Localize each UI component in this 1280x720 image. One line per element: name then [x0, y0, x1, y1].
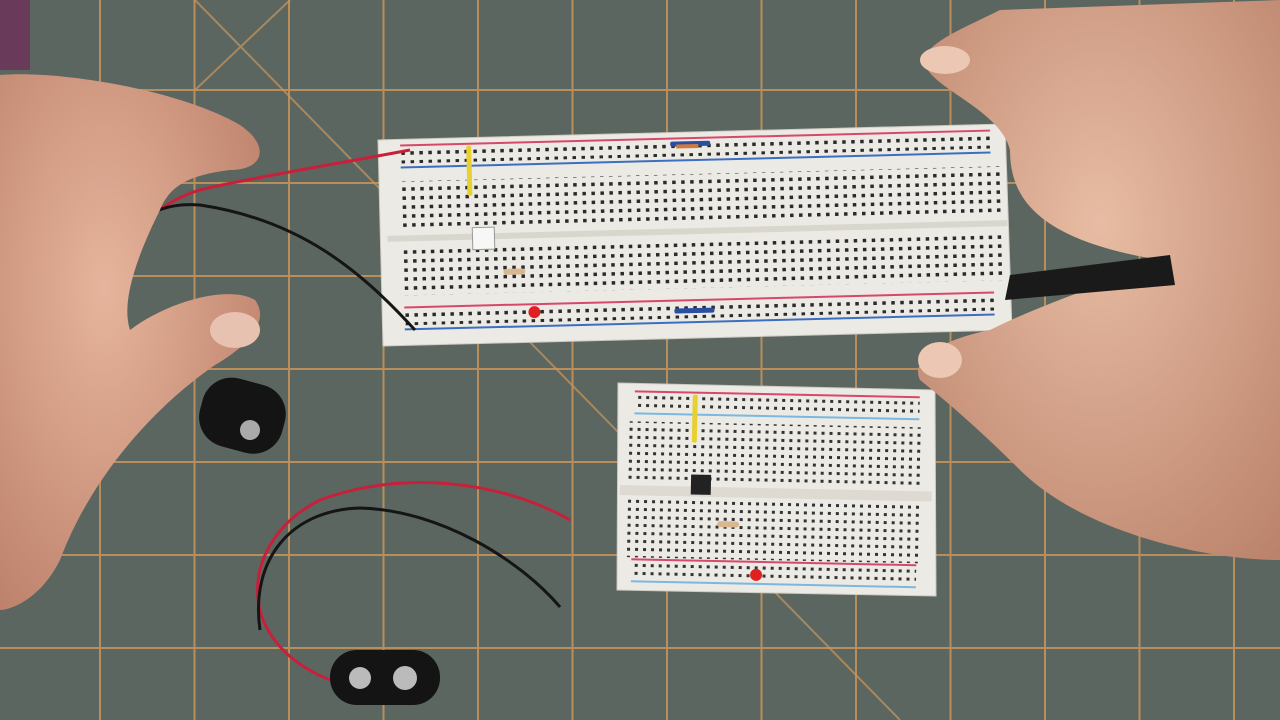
yellow-jumper — [691, 394, 698, 443]
battery-clip-bottom — [256, 481, 571, 705]
small-breadboard — [616, 382, 937, 597]
mat-diagonals — [194, 0, 901, 720]
pushbutton — [471, 226, 496, 251]
yellow-jumper — [466, 145, 473, 196]
blue-jumper-bottom — [674, 307, 715, 314]
resistor — [717, 521, 740, 528]
red-led — [528, 306, 541, 319]
red-led — [750, 568, 763, 581]
mat-edge — [0, 0, 30, 70]
orange-resistor — [676, 143, 699, 149]
resistor — [503, 268, 526, 275]
pushbutton — [690, 474, 712, 495]
right-hand — [918, 0, 1280, 560]
large-breadboard — [377, 123, 1013, 347]
left-hand — [0, 74, 261, 610]
